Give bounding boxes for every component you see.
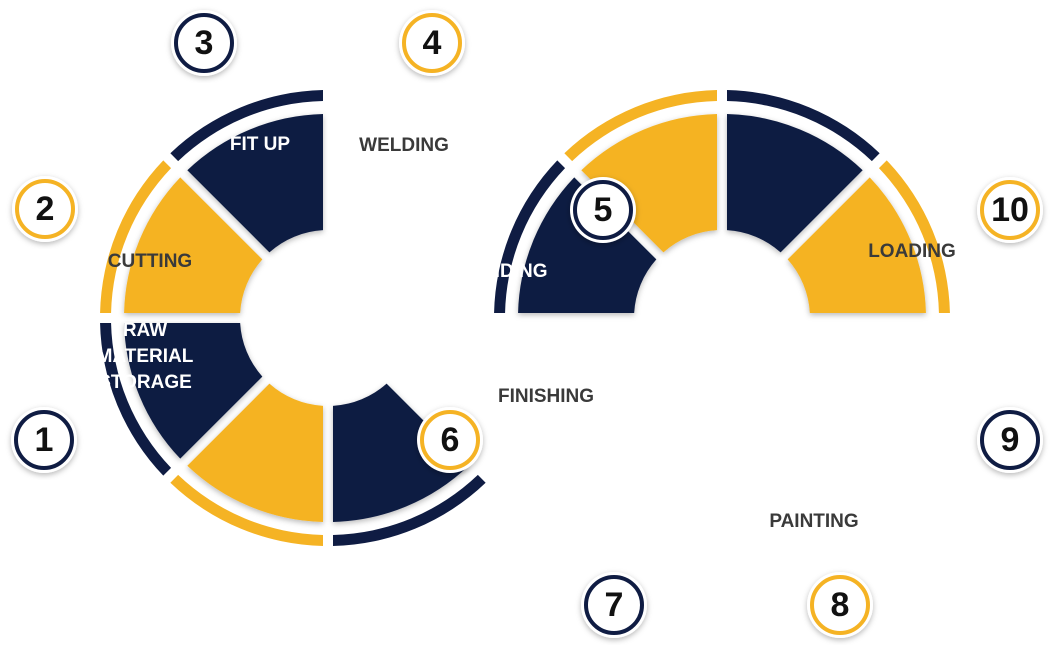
step-9-label-line: PACKING bbox=[869, 386, 955, 407]
step-1-label: RAW MATERIAL STORAGE bbox=[97, 320, 194, 393]
step-4-segment bbox=[187, 383, 324, 522]
step-8-label-line: PAINTING bbox=[769, 511, 858, 532]
step-3-number: 3 bbox=[195, 24, 214, 62]
step-2-segment-group bbox=[100, 158, 265, 317]
step-9-segment bbox=[518, 177, 657, 314]
step-9-badge: 9 bbox=[977, 407, 1043, 473]
step-4-rim bbox=[170, 474, 324, 546]
step-6-segment-group bbox=[785, 158, 950, 317]
step-10-number: 10 bbox=[991, 191, 1029, 229]
step-4-badge: 4 bbox=[399, 10, 465, 76]
step-3-label-line: FIT UP bbox=[230, 134, 290, 155]
step-6-label: FINISHING bbox=[498, 386, 594, 407]
step-5-number: 5 bbox=[594, 191, 613, 229]
step-2-label: CUTTING bbox=[108, 251, 192, 272]
step-7-badge-ring bbox=[584, 575, 644, 635]
step-5-segment-group bbox=[329, 381, 488, 546]
badges-layer: 1 2 3 4 5 6 7 8 9 10 bbox=[11, 10, 1043, 638]
step-10-label: LOADING bbox=[868, 241, 956, 262]
step-1-number: 1 bbox=[35, 421, 54, 459]
step-7-segment-group bbox=[723, 90, 882, 255]
step-10-badge-ring bbox=[980, 180, 1040, 240]
step-7-badge: 7 bbox=[581, 572, 647, 638]
step-4-label-line: WELDING bbox=[359, 135, 449, 156]
step-1-segment-group bbox=[168, 90, 327, 255]
step-7-label-line: BLASTING bbox=[601, 514, 698, 535]
step-8-badge-ring bbox=[810, 575, 870, 635]
step-9-number: 9 bbox=[1001, 421, 1020, 459]
step-4-segment-group bbox=[168, 381, 327, 546]
step-2-badge-ring bbox=[15, 179, 75, 239]
step-5-segment bbox=[332, 383, 469, 522]
step-7-number: 7 bbox=[605, 586, 624, 624]
step-8-badge: 8 bbox=[807, 572, 873, 638]
step-1-segment bbox=[187, 114, 324, 253]
step-6-badge-ring bbox=[420, 410, 480, 470]
step-6-badge: 6 bbox=[417, 407, 483, 473]
step-6-rim bbox=[878, 160, 950, 314]
step-1-label-line: MATERIAL bbox=[97, 346, 194, 367]
step-8-rim bbox=[564, 90, 718, 162]
step-9-label: PACKING bbox=[869, 386, 955, 407]
step-9-rim bbox=[494, 160, 566, 314]
step-8-number: 8 bbox=[831, 586, 850, 624]
step-1-rim bbox=[170, 90, 324, 162]
step-1-badge-ring bbox=[14, 410, 74, 470]
step-7-label: BLASTING bbox=[601, 514, 698, 535]
step-9-badge-ring bbox=[980, 410, 1040, 470]
step-2-label-line: CUTTING bbox=[108, 251, 192, 272]
step-3-badge-ring bbox=[174, 13, 234, 73]
step-1-label-line: STORAGE bbox=[98, 372, 192, 393]
step-2-rim bbox=[100, 160, 172, 314]
step-3-segment bbox=[124, 322, 263, 459]
step-5-badge-ring bbox=[573, 180, 633, 240]
step-1-badge: 1 bbox=[11, 407, 77, 473]
step-8-segment bbox=[581, 114, 718, 253]
step-6-segment bbox=[787, 177, 926, 314]
step-5-badge: 5 bbox=[570, 177, 636, 243]
step-6-number: 6 bbox=[441, 421, 460, 459]
labels-layer: RAW MATERIAL STORAGE CUTTING FIT UP WELDING GR… bbox=[97, 134, 956, 535]
segments-layer bbox=[100, 90, 950, 546]
step-2-number: 2 bbox=[36, 190, 55, 228]
step-7-segment bbox=[726, 114, 863, 253]
step-1-label-line: RAW bbox=[123, 320, 167, 341]
step-10-badge: 10 bbox=[977, 177, 1043, 243]
step-7-rim bbox=[726, 90, 880, 162]
step-4-badge-ring bbox=[402, 13, 462, 73]
step-8-label: PAINTING bbox=[769, 511, 858, 532]
step-5-label-line: GRINDING bbox=[453, 261, 548, 282]
step-4-label: WELDING bbox=[359, 135, 449, 156]
step-3-label: FIT UP bbox=[230, 134, 290, 155]
step-2-segment bbox=[124, 177, 263, 314]
step-8-segment-group bbox=[562, 90, 721, 255]
step-5-label: GRINDING bbox=[453, 261, 548, 282]
step-3-badge: 3 bbox=[171, 10, 237, 76]
step-6-label-line: FINISHING bbox=[498, 386, 594, 407]
step-3-rim bbox=[100, 322, 172, 476]
step-10-label-line: LOADING bbox=[868, 241, 956, 262]
step-3-segment-group bbox=[100, 319, 265, 478]
step-9-segment-group bbox=[494, 158, 659, 317]
step-4-number: 4 bbox=[423, 24, 442, 62]
step-5-rim bbox=[332, 474, 486, 546]
step-2-badge: 2 bbox=[12, 176, 78, 242]
